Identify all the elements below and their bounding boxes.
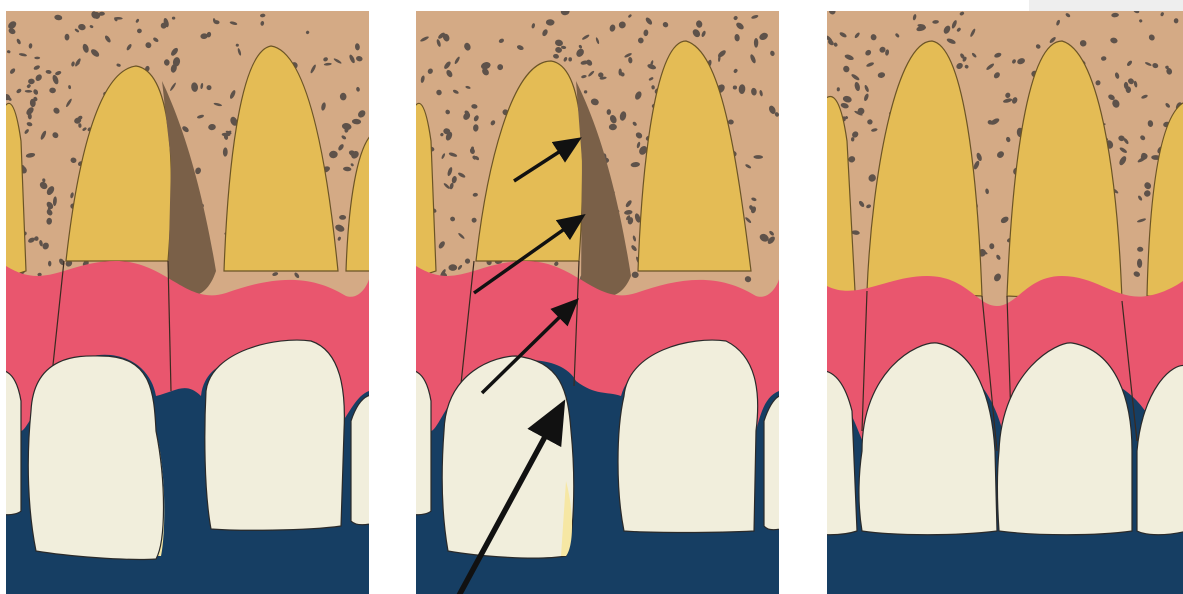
panel-after-illustration	[827, 11, 1183, 594]
panel-after	[827, 11, 1183, 594]
crown-far-right	[764, 395, 779, 530]
crown-far-left	[6, 371, 21, 515]
bone-pore	[754, 38, 758, 48]
crown-far-right	[351, 395, 369, 525]
bone-pore	[339, 215, 346, 220]
panel-before-illustration	[6, 11, 369, 594]
bone-pore	[449, 264, 458, 271]
panel-annotated-illustration	[416, 11, 779, 594]
crown-right	[205, 340, 345, 530]
crown-right	[618, 340, 758, 532]
panel-annotated	[416, 11, 779, 594]
crown-far-left	[416, 371, 431, 515]
corner-tab	[1029, 0, 1183, 11]
bone-pore	[65, 34, 70, 41]
bone-pore	[619, 69, 622, 76]
panel-before	[6, 11, 369, 594]
bone-pore	[172, 17, 175, 20]
crown-left	[442, 356, 574, 558]
crown-left	[28, 356, 163, 560]
bone-pore	[34, 57, 40, 60]
